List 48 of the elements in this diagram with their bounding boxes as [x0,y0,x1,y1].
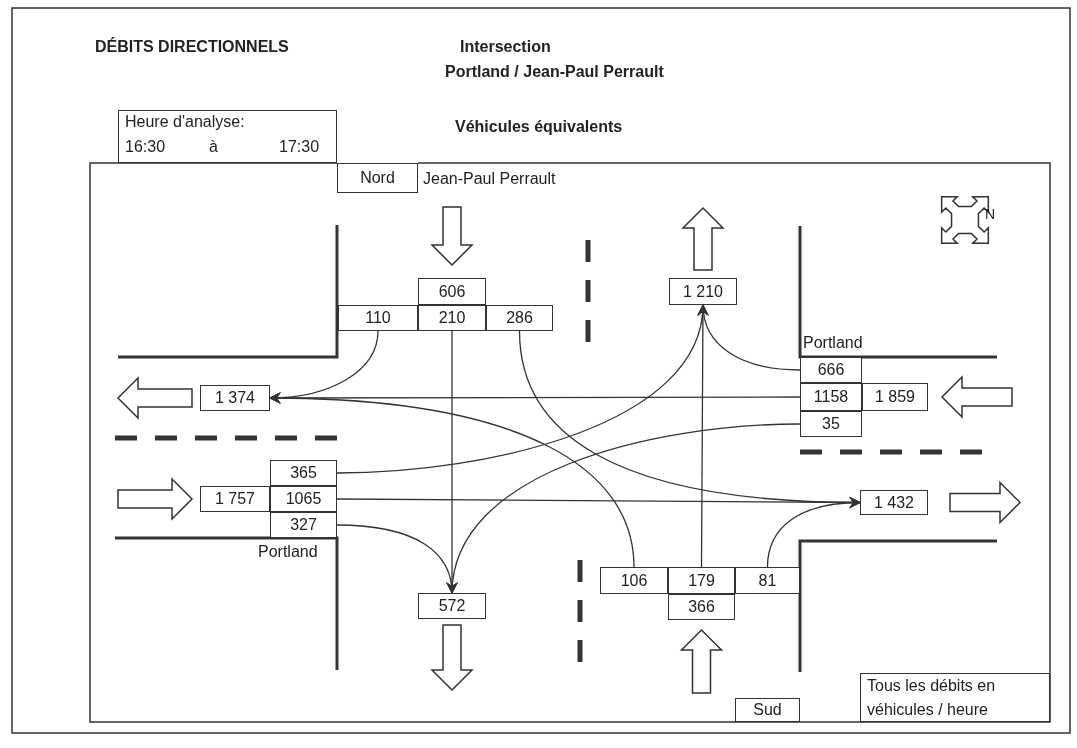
subtitle: Véhicules équivalents [455,118,623,136]
direction-arrow [940,375,1013,419]
count-cell: 179 [668,567,735,594]
count-cell: 1 432 [860,490,928,515]
diagram-title: DÉBITS DIRECTIONNELS [95,38,289,56]
count-cell: 366 [668,594,735,620]
count-cell: 1 859 [862,383,928,411]
direction-tag: Nord [337,163,418,193]
street-name: Portland [803,334,863,352]
count-cell: 666 [800,357,862,383]
count-cell: 1065 [270,486,337,512]
movement-arrow [336,524,458,594]
count-cell: 106 [600,567,668,594]
street-name: Jean-Paul Perrault [423,170,556,188]
direction-arrow [430,206,474,267]
direction-arrow [681,206,725,271]
count-cell: 572 [418,593,486,619]
subtitle: Portland / Jean-Paul Perrault [445,63,664,81]
north-label: N [985,206,996,222]
movement-arrow [269,392,635,568]
count-cell: 81 [735,567,800,594]
note-box: Tous les débits en véhicules / heure [860,673,1050,722]
direction-tag: Sud [735,698,800,722]
count-cell: 210 [418,305,486,331]
direction-arrow [679,628,724,694]
movement-arrow [696,304,709,568]
box-heading: Heure d'analyse: [125,113,245,131]
time-value: 17:30 [279,138,320,156]
subtitle: Intersection [460,38,551,56]
count-cell: 286 [486,305,553,331]
count-cell: 606 [418,278,486,305]
count-cell: 327 [270,512,337,538]
direction-arrow [430,624,474,692]
street-name: Portland [258,543,318,561]
count-cell: 365 [270,460,337,486]
direction-arrow [949,480,1022,525]
count-cell: 1 374 [200,385,270,411]
count-cell: 1 757 [200,486,270,512]
count-cell: 35 [800,411,862,437]
count-cell: 1158 [800,383,862,411]
analysis-period-box [118,110,337,163]
time-value: 16:30 [125,138,166,156]
count-cell: 110 [338,305,418,331]
direction-arrow [116,376,193,420]
time-value: à [209,138,218,156]
direction-arrow [117,477,194,521]
movement-arrow [766,496,861,568]
count-cell: 1 210 [669,278,737,305]
